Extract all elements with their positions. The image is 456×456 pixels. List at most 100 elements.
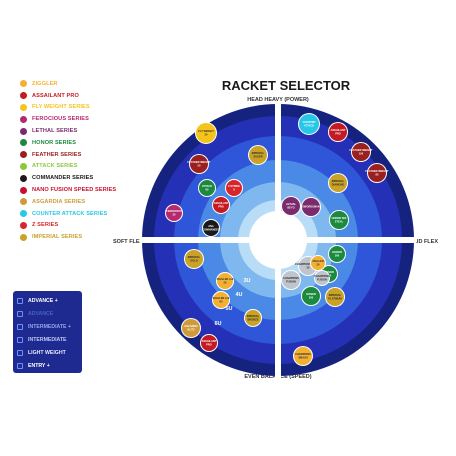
level-item: ADVANCE [13, 307, 82, 320]
legend-swatch [20, 198, 27, 206]
racket-marker-dot [282, 271, 300, 289]
legend-label: ASSAILANT PRO [32, 92, 79, 99]
legend-label: COUNTER ATTACK SERIES [32, 210, 108, 217]
level-item: ENTRY + [13, 359, 82, 372]
legend-swatch [20, 80, 27, 88]
diagram-title: RACKET SELECTOR [222, 78, 351, 93]
racket-marker-dot [196, 123, 216, 143]
legend-swatch [20, 162, 27, 170]
legend-item: FLY WEIGHT SERIES [20, 102, 140, 114]
racket-marker-dot [203, 220, 219, 236]
level-label: INTERMEDIATE [28, 336, 67, 343]
weight-label: 4U [235, 292, 242, 298]
racket-marker: SWORDSMAN [301, 197, 321, 217]
racket-marker-dot [311, 256, 325, 270]
legend-item: ASGARDIA SERIES [20, 196, 140, 208]
legend-label: ATTACK SERIES [32, 163, 78, 170]
legend-label: FEROCIOUS SERIES [32, 116, 89, 123]
racket-marker-dot [326, 288, 344, 306]
weight-label: 6U [214, 321, 221, 327]
legend-swatch [20, 92, 27, 100]
weight-rings [140, 102, 416, 378]
legend-label: COMMANDER SERIES [32, 175, 94, 182]
legend-swatch [20, 186, 27, 194]
racket-marker-dot [330, 211, 348, 229]
racket-marker-dot [199, 180, 215, 196]
axis-label-right: SOLID FLEX [406, 239, 439, 245]
axis-label-left: SOFT FLEX [113, 239, 144, 245]
legend-item: COUNTER ATTACK SERIES [20, 208, 140, 220]
racket-marker-dot [249, 146, 267, 164]
level-item: INTERMEDIATE + [13, 320, 82, 333]
racket-marker-dot [226, 180, 242, 196]
racket-marker-dot [201, 335, 217, 351]
legend-item: NANO FUSION SPEED SERIES [20, 184, 140, 196]
racket-marker-dot [299, 114, 319, 134]
level-label: ADVANCE + [28, 297, 58, 304]
legend-label: NANO FUSION SPEED SERIES [32, 187, 117, 194]
legend-swatch [20, 221, 27, 229]
level-checkbox-icon [17, 336, 23, 343]
level-item: INTERMEDIATE [13, 333, 82, 346]
weight-label: 5U [225, 306, 232, 312]
racket-marker-dot [329, 246, 345, 262]
racket-marker-dot [245, 310, 261, 326]
level-item: ADVANCE + [13, 294, 82, 307]
level-label: LIGHT WEIGHT [28, 349, 66, 356]
level-checkbox-icon [17, 362, 23, 369]
legend-swatch [20, 103, 27, 111]
legend-item: LETHAL SERIES [20, 125, 140, 137]
axis-label-top: HEAD HEAVY (POWER) [247, 97, 309, 103]
legend-item: ZIGGLER [20, 78, 140, 90]
racket-marker-dot [294, 347, 312, 365]
racket-marker-dot [217, 273, 233, 289]
legend-label: FEATHER SERIES [32, 151, 82, 158]
racket-marker-dot [329, 123, 347, 141]
weight-label: 3U [243, 278, 250, 284]
racket-marker-dot [185, 250, 203, 268]
level-checkbox-icon [17, 323, 23, 330]
racket-marker-dot [315, 271, 329, 285]
level-label: ENTRY + [28, 362, 50, 369]
level-label: ADVANCE [28, 310, 54, 317]
level-checkbox-icon [17, 349, 23, 356]
legend-label: FLY WEIGHT SERIES [32, 104, 90, 111]
racket-marker-dot [352, 143, 370, 161]
